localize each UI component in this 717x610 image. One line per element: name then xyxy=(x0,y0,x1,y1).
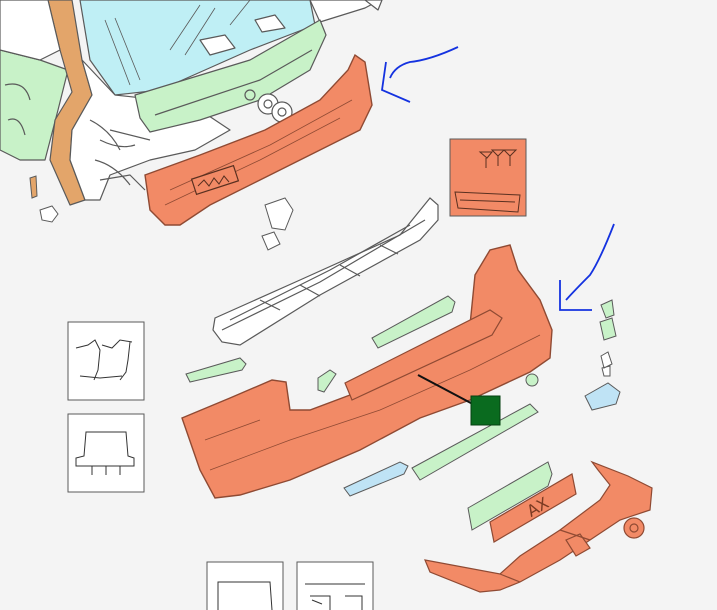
bumper-reinforcement-beam[interactable] xyxy=(212,197,439,346)
selection-marker[interactable] xyxy=(470,395,501,426)
lower-rear-bumper-cover[interactable] xyxy=(181,244,553,499)
wiring-harness-inset[interactable] xyxy=(67,321,145,401)
small-fittings xyxy=(29,175,294,251)
mounting-bracket-lower[interactable] xyxy=(261,231,281,251)
mounting-detail-inset-1[interactable] xyxy=(206,561,284,610)
vehicle-body xyxy=(0,0,383,206)
side-panel[interactable] xyxy=(0,49,69,161)
arrow-1 xyxy=(381,46,459,103)
side-bracket-left[interactable] xyxy=(185,357,247,383)
parking-sensor[interactable] xyxy=(599,299,617,341)
guide-clip[interactable] xyxy=(317,369,337,393)
bumper-clip[interactable] xyxy=(39,205,59,223)
reflector-strip[interactable] xyxy=(343,461,409,497)
upper-rear-bumper-cover[interactable] xyxy=(144,53,373,226)
bulb-holder[interactable] xyxy=(600,351,613,377)
bracket-detail-inset[interactable] xyxy=(67,413,145,493)
tailgate-spoiler-strip[interactable] xyxy=(134,19,327,133)
license-plate-holder[interactable]: AX xyxy=(467,461,577,543)
side-bracket-right[interactable] xyxy=(371,295,456,349)
tow-hitch-assembly[interactable] xyxy=(424,460,653,593)
mounting-bracket[interactable] xyxy=(264,197,294,231)
light-bracket[interactable] xyxy=(584,382,621,411)
rear-window-glass[interactable] xyxy=(79,0,316,96)
fastener-kit-inset[interactable] xyxy=(449,138,527,217)
mounting-detail-inset-2[interactable] xyxy=(296,561,374,610)
arrow-2 xyxy=(559,223,615,311)
sensor-fittings xyxy=(343,299,621,497)
trim-clip[interactable] xyxy=(29,175,38,199)
